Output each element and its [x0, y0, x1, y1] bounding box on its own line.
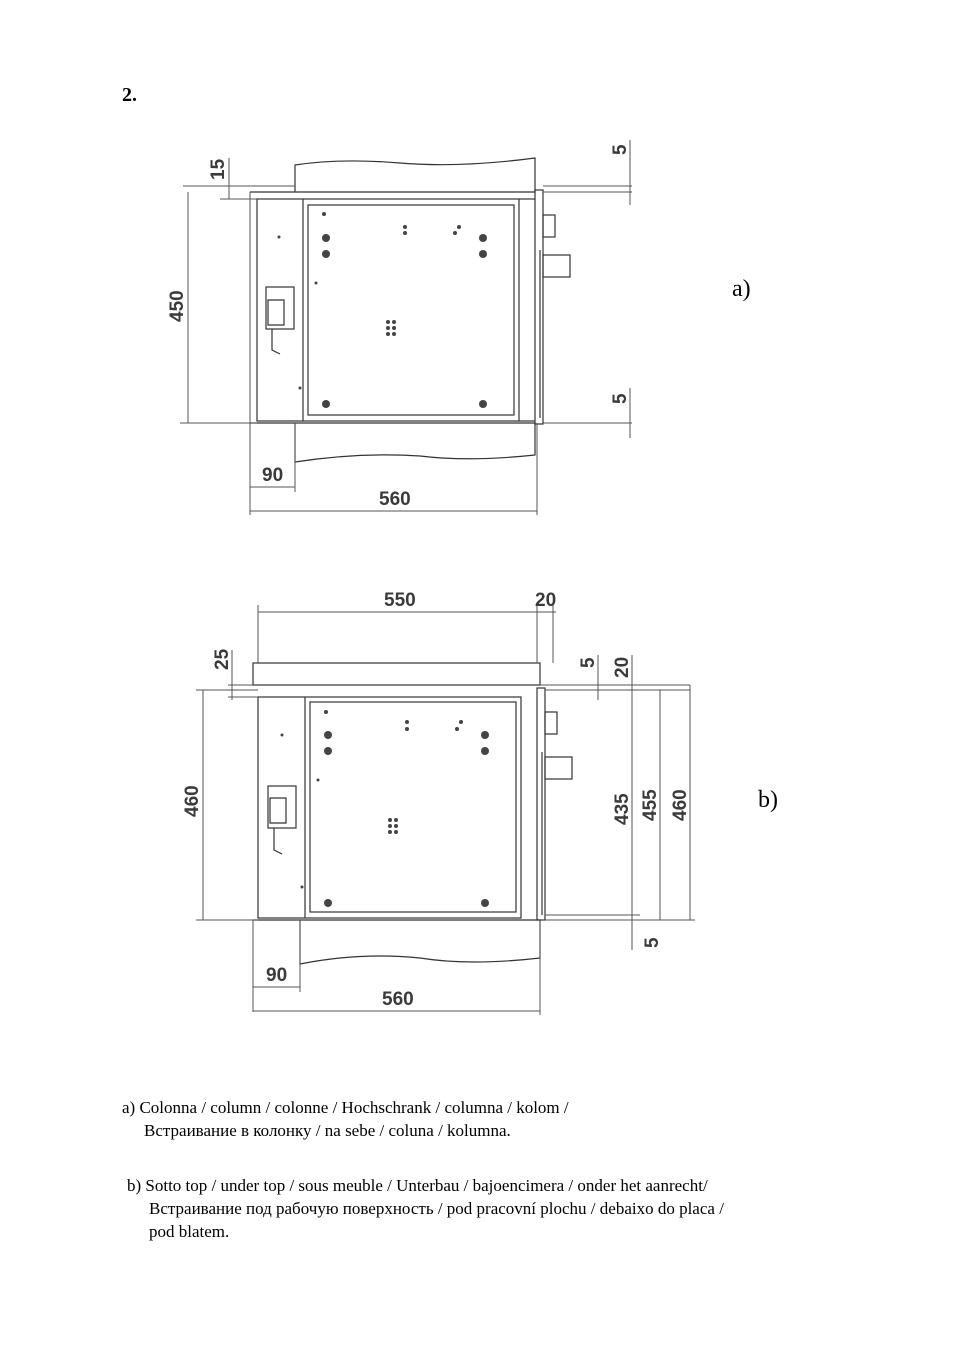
oven-housing-b — [257, 696, 522, 919]
caption-b-line3: pod blatem. — [149, 1222, 230, 1241]
dim-b-width: 560 — [382, 989, 414, 1010]
dim-b-top-width: 550 — [384, 590, 416, 611]
dim-b-gap-small: 5 — [578, 657, 599, 668]
lower-cabinet-board — [294, 422, 536, 463]
upper-cabinet-board — [294, 157, 536, 193]
dim-b-h455: 455 — [640, 789, 661, 821]
dim-a-top-gap: 15 — [208, 158, 229, 180]
oven-door — [534, 189, 544, 425]
oven-cavity-b — [309, 701, 517, 913]
dim-b-depth-offset: 90 — [266, 965, 287, 986]
caption-a-line1: a) Colonna / column / colonne / Hochschr… — [122, 1098, 569, 1117]
dim-b-top-right: 20 — [535, 590, 556, 611]
caption-b-line2: Встраивание под рабочую поверхность / po… — [149, 1199, 724, 1218]
caption-a-line2: Встраивание в колонку / na sebe / coluna… — [144, 1121, 511, 1140]
dim-b-h435: 435 — [612, 793, 633, 825]
caption-b: b) Sotto top / under top / sous meuble /… — [127, 1174, 724, 1243]
dim-b-bottom-right: 5 — [642, 937, 663, 948]
dim-a-top-right: 5 — [610, 144, 631, 155]
lower-cabinet-board-b — [299, 919, 541, 965]
panel-b-label: b) — [758, 787, 778, 813]
fan-motor-b — [267, 785, 297, 855]
worktop — [252, 662, 541, 686]
oven-door-b — [536, 687, 546, 921]
section-number: 2. — [122, 84, 137, 106]
caption-a: a) Colonna / column / colonne / Hochschr… — [122, 1096, 569, 1142]
dim-a-width: 560 — [379, 489, 411, 510]
dim-b-top-thickness: 25 — [212, 648, 233, 670]
dim-b-gap-right: 20 — [612, 657, 633, 678]
panel-a-label: a) — [732, 276, 751, 302]
diagram-a: 15 450 5 5 90 560 — [167, 140, 632, 515]
diagram-b: 550 20 25 5 20 460 435 455 460 5 — [182, 590, 695, 1015]
dim-a-height: 450 — [167, 290, 188, 322]
dim-a-bottom-right: 5 — [610, 393, 631, 404]
oven-housing — [256, 198, 520, 422]
dim-b-height-left: 460 — [182, 785, 203, 817]
fan-motor — [265, 286, 295, 355]
oven-cavity — [307, 204, 515, 416]
caption-b-line1: b) Sotto top / under top / sous meuble /… — [127, 1176, 708, 1195]
dim-b-h460: 460 — [670, 789, 691, 821]
dim-a-depth-offset: 90 — [262, 465, 283, 486]
